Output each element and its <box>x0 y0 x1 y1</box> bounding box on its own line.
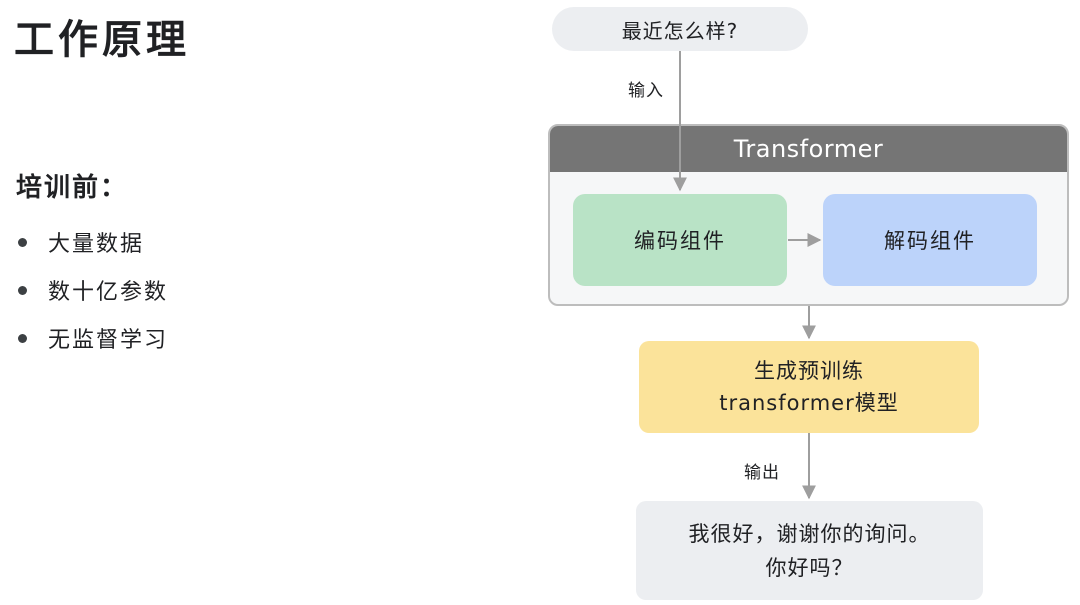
pretrained-model-box: 生成预训练 transformer模型 <box>639 341 979 433</box>
encoder-box: 编码组件 <box>573 194 787 286</box>
page-title: 工作原理 <box>14 17 190 63</box>
output-bubble: 我很好，谢谢你的询问。 你好吗？ <box>636 501 983 600</box>
model-label-line1: 生成预训练 <box>754 359 864 383</box>
output-line2: 你好吗？ <box>765 555 854 580</box>
bullet-text: 数十亿参数 <box>48 280 169 305</box>
bullet-list: 大量数据 数十亿参数 无监督学习 <box>16 218 168 362</box>
bullet-text: 无监督学习 <box>48 328 169 353</box>
list-item: 无监督学习 <box>16 314 168 362</box>
list-item: 大量数据 <box>16 218 168 266</box>
list-item: 数十亿参数 <box>16 266 168 314</box>
bullet-dot-icon <box>18 285 27 295</box>
bullet-dot-icon <box>18 333 27 343</box>
transformer-header: Transformer <box>550 126 1067 172</box>
bullet-text: 大量数据 <box>48 232 145 257</box>
output-line1: 我很好，谢谢你的询问。 <box>688 521 931 546</box>
output-edge-label: 输出 <box>744 463 780 483</box>
input-edge-label: 输入 <box>628 81 664 101</box>
bullet-dot-icon <box>18 237 27 247</box>
input-bubble: 最近怎么样? <box>552 7 808 51</box>
section-heading: 培训前： <box>16 173 129 203</box>
decoder-box: 解码组件 <box>823 194 1037 286</box>
model-label-line2: transformer模型 <box>719 391 899 415</box>
